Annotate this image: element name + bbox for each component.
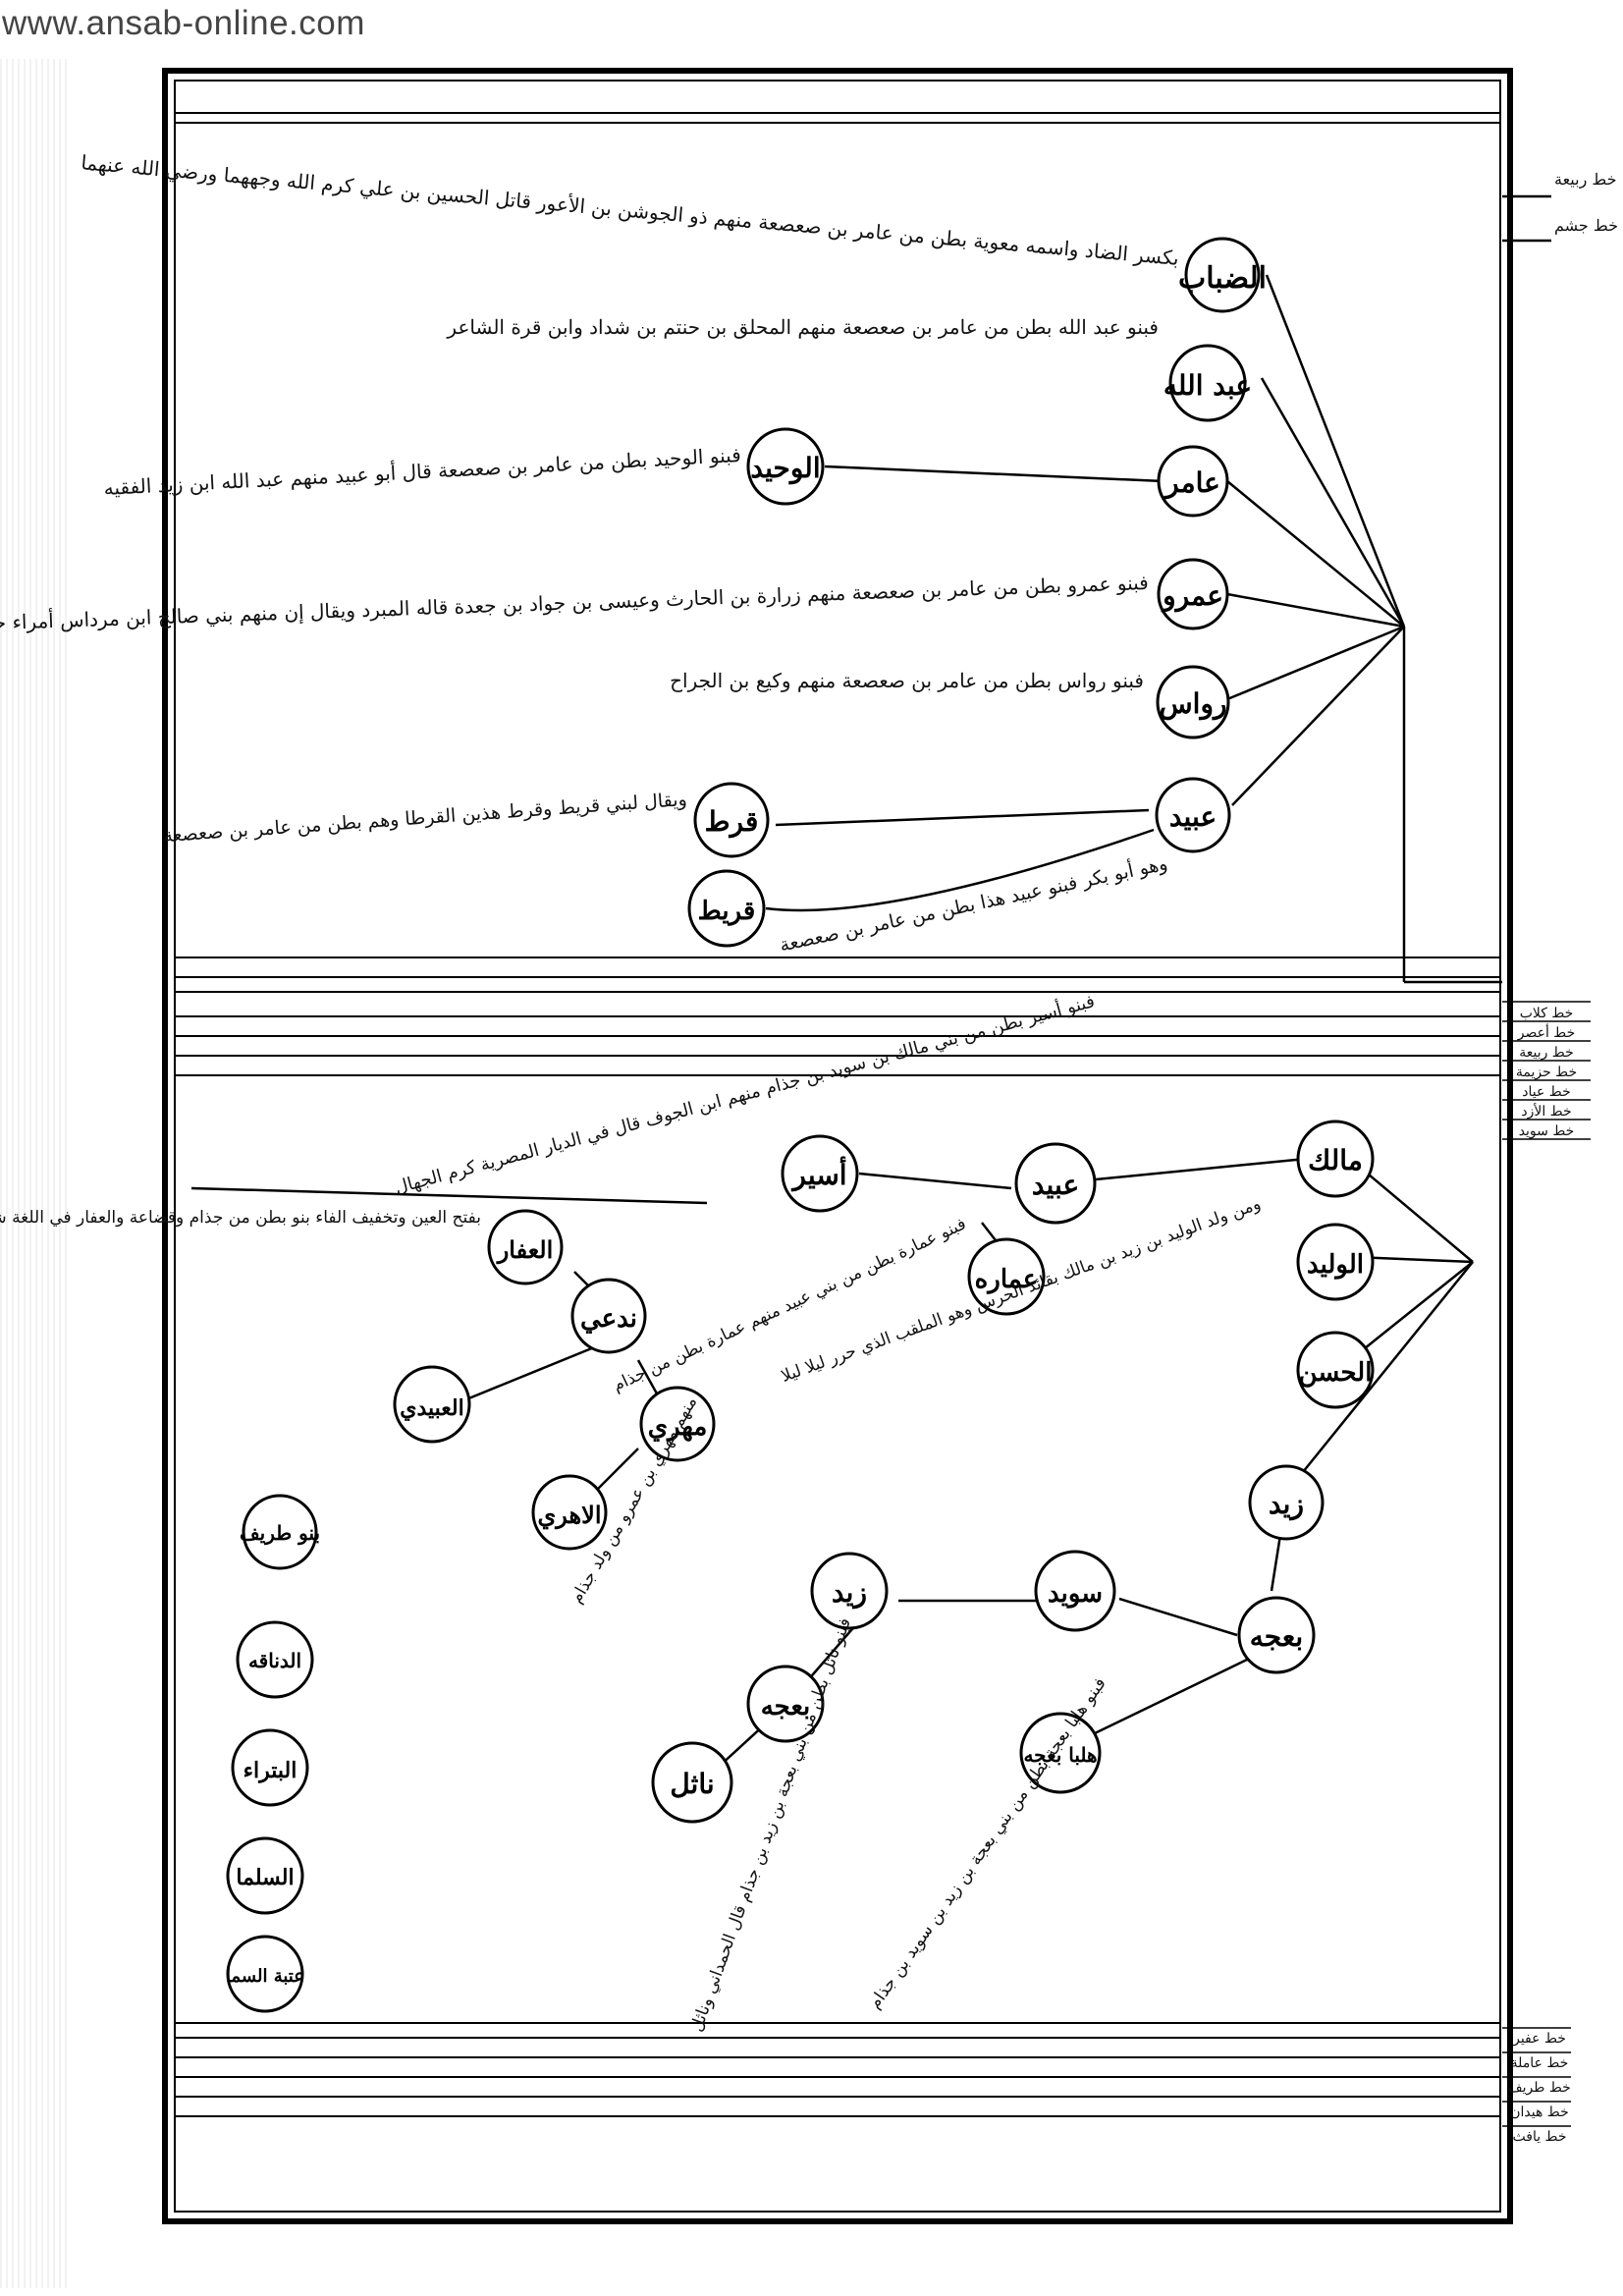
- node-utba-sama: عتبة السما: [226, 1935, 304, 2013]
- svg-text:سويد: سويد: [1048, 1579, 1103, 1609]
- tag-haidan: خط هيدان: [1510, 2105, 1569, 2120]
- svg-text:عماره: عماره: [975, 1265, 1039, 1294]
- node-halba-baja: هلبا بعجه: [1019, 1712, 1102, 1794]
- svg-text:زيد: زيد: [832, 1576, 867, 1610]
- svg-text:البتراء: البتراء: [243, 1758, 298, 1783]
- tag-ayyad: خط عياد: [1522, 1084, 1570, 1100]
- node-batra: البتراء: [231, 1728, 309, 1807]
- note-walid: ومن ولد الوليد بن زيد بن مالك بقائد الحر…: [779, 1194, 1264, 1387]
- svg-text:بنو طريف: بنو طريف: [240, 1521, 320, 1546]
- svg-text:عتبة السما: عتبة السما: [226, 1966, 304, 1987]
- note-ubaid-upper: وهو أبو بكر فبنو عبيد هذا بطن من عامر بن…: [778, 849, 1170, 956]
- outer-border: [162, 68, 1513, 2224]
- node-salma: السلما: [226, 1836, 304, 1915]
- node-amir: عامر: [1157, 445, 1229, 518]
- svg-text:العفار: العفار: [496, 1235, 554, 1265]
- node-quraiyt: قريط: [687, 869, 766, 948]
- node-zaid-top: زيد: [1248, 1464, 1325, 1541]
- note-abdullah: فبنو عبد الله بطن من عامر بن صعصعة منهم …: [446, 315, 1159, 339]
- tag-azd: خط الأزد: [1521, 1102, 1571, 1120]
- svg-text:مالك: مالك: [1308, 1144, 1363, 1176]
- svg-text:الوحيد: الوحيد: [750, 452, 820, 485]
- node-qurt: قرط: [693, 782, 770, 858]
- tag-huzaima: خط حزيمة: [1516, 1065, 1577, 1080]
- svg-text:الوليد: الوليد: [1307, 1250, 1364, 1280]
- tag-rabia-upper: خط ربيعة: [1554, 170, 1616, 189]
- node-baja-mid: بعجه: [746, 1665, 825, 1743]
- node-mahri: مهري: [639, 1386, 716, 1462]
- upper-branch-lines: [765, 194, 1551, 984]
- tag-amila: خط عاملة: [1511, 2055, 1569, 2071]
- note-dibab: بكسر الضاد واسمه معوية بطن من عامر بن صع…: [81, 149, 1180, 270]
- node-nadi: ندعي: [570, 1278, 647, 1354]
- node-ifar: العفار: [487, 1209, 564, 1285]
- tag-rabia-lower: خط ربيعة: [1519, 1045, 1574, 1061]
- note-ifar: بفتح العين وتخفيف الفاء بنو بطن من جذام …: [0, 1208, 481, 1228]
- node-ubaidi: العبيدي: [393, 1365, 471, 1444]
- tag-afir: خط عفير: [1512, 2031, 1566, 2047]
- svg-text:قريط: قريط: [698, 897, 756, 926]
- note-qurt: ويقال لبني قريط وقرط هذين القرطا وهم بطن…: [162, 789, 687, 847]
- node-ubaid-upper: عبيد: [1155, 777, 1231, 853]
- svg-text:بعجه: بعجه: [1250, 1620, 1303, 1653]
- bottom-rule-band: [175, 2022, 1500, 2117]
- svg-text:بعجه: بعجه: [761, 1692, 811, 1722]
- svg-text:ندعي: ندعي: [580, 1304, 637, 1334]
- svg-text:أسير: أسير: [790, 1157, 846, 1192]
- svg-text:عمرو: عمرو: [1161, 579, 1223, 613]
- node-abdullah: عبد الله: [1163, 344, 1252, 422]
- svg-text:عامر: عامر: [1163, 466, 1220, 500]
- svg-text:الاهري: الاهري: [537, 1501, 601, 1530]
- node-malik: مالك: [1296, 1120, 1375, 1198]
- svg-text:الدناقه: الدناقه: [248, 1649, 301, 1672]
- page-binding-shadow: [0, 59, 69, 2288]
- node-ahri: الاهري: [531, 1474, 608, 1551]
- note-halba-baja: فبنو هلبا بعجة بطن من بني بعجة بن زيد بن…: [865, 1674, 1110, 2013]
- node-amr: عمرو: [1157, 558, 1229, 630]
- svg-text:هلبا بعجه: هلبا بعجه: [1023, 1743, 1097, 1767]
- node-zaid-mid: زيد: [810, 1552, 889, 1630]
- node-usair: أسير: [781, 1134, 859, 1213]
- watermark-text: www.ansab-online.com: [2, 4, 365, 42]
- svg-text:عبد الله: عبد الله: [1163, 369, 1252, 402]
- tag-tarif: خط طريف: [1508, 2080, 1571, 2096]
- svg-text:الضباب: الضباب: [1178, 261, 1267, 296]
- svg-text:عبيد: عبيد: [1169, 800, 1217, 833]
- tag-yafith: خط يافث: [1513, 2129, 1567, 2145]
- middle-tag-strip: [1502, 1001, 1591, 1140]
- bottom-tag-strip: [1502, 2027, 1571, 2127]
- svg-text:ناثل: ناثل: [670, 1768, 714, 1800]
- node-suwaid: سويد: [1034, 1550, 1116, 1632]
- svg-text:زيد: زيد: [1269, 1488, 1304, 1521]
- middle-rule-band: [175, 957, 1500, 1076]
- node-baja-right: بعجه: [1237, 1596, 1316, 1674]
- note-amr: فبنو عمرو بطن من عامر بن صعصعة منهم زرار…: [0, 569, 1149, 641]
- svg-text:عبيد: عبيد: [1032, 1169, 1079, 1201]
- svg-text:العبيدي: العبيدي: [400, 1395, 463, 1421]
- node-dibab: الضباب: [1178, 237, 1267, 313]
- node-hasan: الحسن: [1296, 1331, 1375, 1409]
- svg-text:السلما: السلما: [236, 1865, 294, 1890]
- tag-suwaid: خط سويد: [1519, 1123, 1575, 1139]
- svg-text:الحسن: الحسن: [1299, 1358, 1373, 1388]
- node-nathil: ناثل: [651, 1741, 733, 1824]
- tag-kilab: خط كلاب: [1520, 1006, 1574, 1021]
- node-walid: الوليد: [1296, 1223, 1375, 1301]
- note-rawas: فبنو رواس بطن من عامر بن صعصعة منهم وكيع…: [670, 669, 1144, 692]
- node-imara: عماره: [967, 1237, 1046, 1316]
- node-wahid: الوحيد: [746, 427, 825, 506]
- node-bani-tarif: بنو طريف: [240, 1494, 320, 1570]
- tag-jusham: خط جشم: [1554, 216, 1618, 235]
- node-danaqa: الدناقه: [236, 1620, 314, 1699]
- note-wahid: فبنو الوحيد بطن من عامر بن صعصعة قال أبو…: [103, 441, 741, 500]
- note-usair: فبنو أسير بطن من بني مالك بن سويد بن جذا…: [392, 989, 1097, 1198]
- node-rawas: رواس: [1156, 665, 1230, 739]
- node-ubaid-lower: عبيد: [1014, 1142, 1097, 1225]
- inner-border: [174, 80, 1501, 2213]
- svg-text:قرط: قرط: [705, 805, 759, 839]
- svg-text:رواس: رواس: [1159, 687, 1226, 721]
- svg-text:مهري: مهري: [648, 1412, 708, 1442]
- tag-asur: خط أعصر: [1517, 1022, 1576, 1041]
